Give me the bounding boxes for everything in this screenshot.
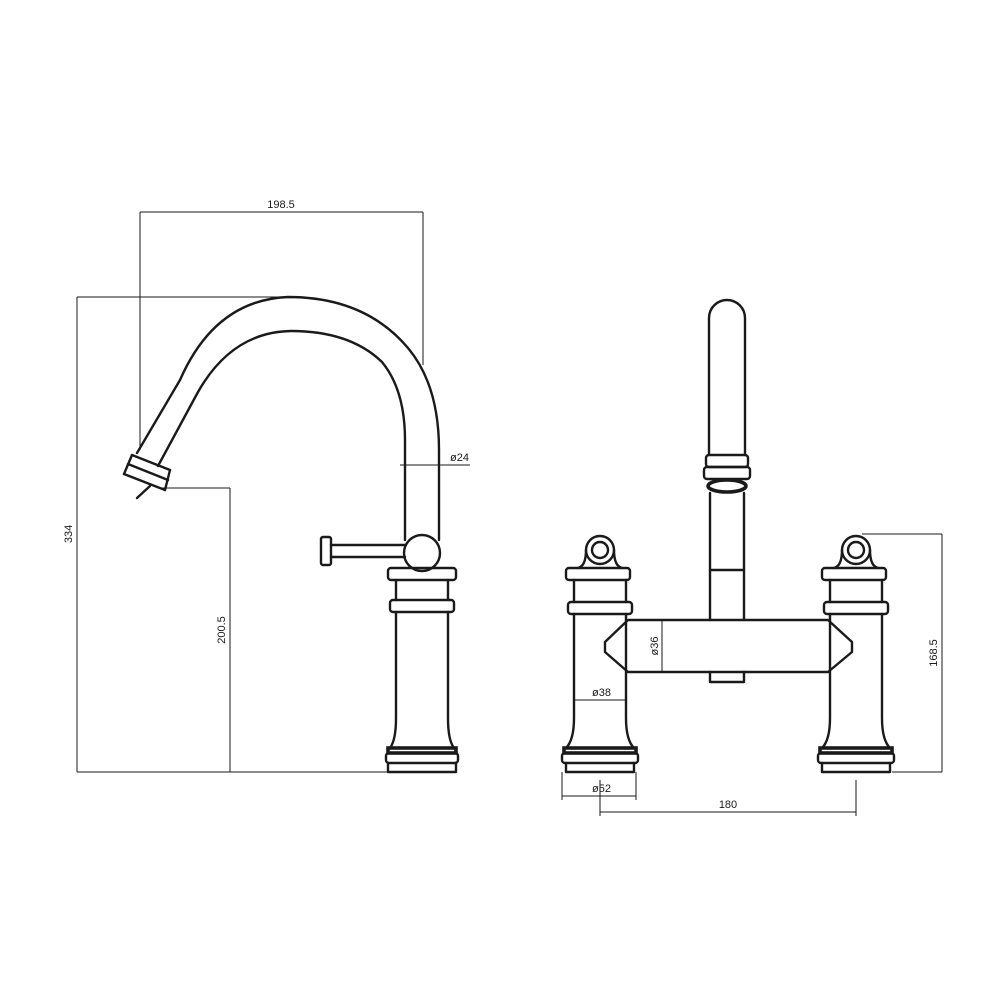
front-dimensions: ø36 ø38 ø52 180 168.5 [561, 533, 943, 816]
side-dimensions: 198.5 334 200.5 ø24 [63, 199, 470, 773]
dim-body-diameter: ø38 [592, 687, 611, 699]
front-right-column [816, 534, 896, 774]
dim-centres: 180 [719, 799, 737, 811]
front-bridge [603, 618, 854, 684]
dim-spout-diameter: ø24 [450, 452, 469, 464]
dim-bridge-diameter: ø36 [649, 637, 661, 656]
dim-outlet-height: 200.5 [216, 616, 228, 644]
side-lever [319, 533, 442, 573]
front-spout [702, 298, 752, 622]
dim-handle-height: 168.5 [928, 639, 940, 667]
side-view: 198.5 334 200.5 ø24 [63, 199, 470, 774]
dim-spout-reach: 198.5 [267, 199, 295, 211]
dim-total-height: 334 [63, 525, 75, 543]
front-view: ø36 ø38 ø52 180 168.5 [560, 298, 943, 816]
front-left-column [560, 534, 640, 774]
dim-base-diameter: ø52 [592, 783, 611, 795]
spout [122, 295, 441, 542]
side-body [384, 566, 460, 774]
spout-nozzle [122, 453, 172, 500]
